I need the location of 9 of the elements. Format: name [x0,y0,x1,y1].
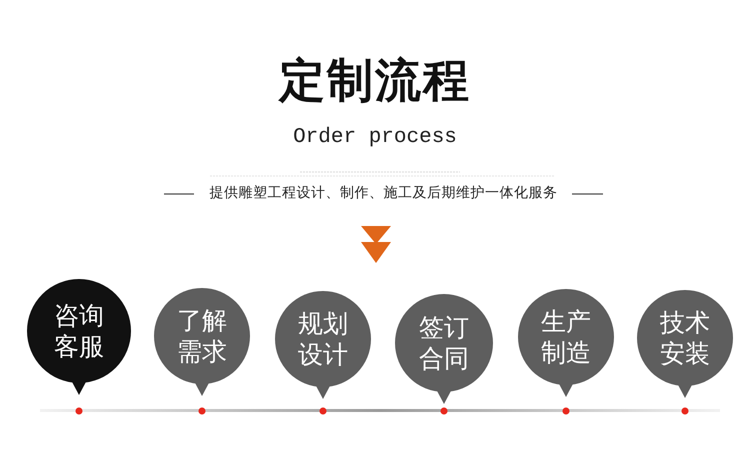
step-label: 生产制造 [540,306,592,368]
step-label: 规划设计 [297,308,349,370]
step-label: 咨询客服 [53,300,105,362]
title: 定制流程 [277,52,472,109]
step-label: 签订合同 [418,312,470,374]
tagline: 提供雕塑工程设计、制作、施工及后期维护一体化服务 [208,184,558,202]
step-label: 了解需求 [176,305,228,367]
step-label: 技术安装 [659,307,711,369]
subtitle: Order process [292,126,458,149]
